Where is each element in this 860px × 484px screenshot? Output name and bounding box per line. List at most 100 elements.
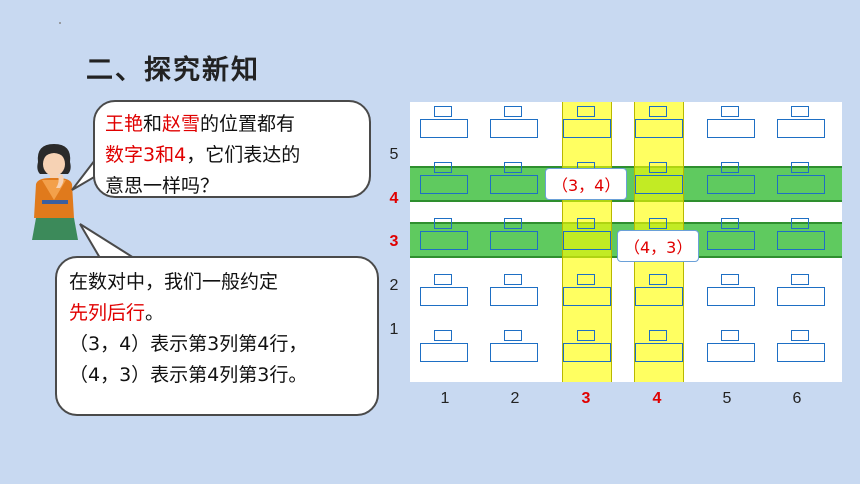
answer-line-4: （4，3）表示第4列第3行。 xyxy=(69,364,308,386)
row-label-5: 5 xyxy=(389,146,399,163)
desk-table-icon xyxy=(777,175,825,194)
desk-col6-row4 xyxy=(777,162,825,196)
desk-monitor-icon xyxy=(577,106,595,117)
desk-col3-row3 xyxy=(563,218,611,252)
and-text: 和 xyxy=(143,113,163,135)
desk-table-icon xyxy=(707,119,755,138)
col-label-2: 2 xyxy=(510,390,520,407)
desk-table-icon xyxy=(420,287,468,306)
girl-illustration xyxy=(32,144,78,240)
desk-table-icon xyxy=(420,175,468,194)
row-label-2: 2 xyxy=(389,277,399,294)
desk-monitor-icon xyxy=(434,274,452,285)
col-band-3 xyxy=(562,102,612,382)
desk-col5-row3 xyxy=(707,218,755,252)
desk-col6-row2 xyxy=(777,274,825,308)
desk-monitor-icon xyxy=(721,106,739,117)
desk-table-icon xyxy=(490,343,538,362)
col-label-5: 5 xyxy=(722,390,732,407)
desk-col1-row3 xyxy=(420,218,468,252)
desk-monitor-icon xyxy=(721,274,739,285)
desk-col5-row2 xyxy=(707,274,755,308)
desk-table-icon xyxy=(777,231,825,250)
desk-monitor-icon xyxy=(504,162,522,173)
desk-monitor-icon xyxy=(577,218,595,229)
desk-col4-row2 xyxy=(635,274,683,308)
desk-monitor-icon xyxy=(504,218,522,229)
desk-monitor-icon xyxy=(791,330,809,341)
desk-monitor-icon xyxy=(791,218,809,229)
coord-tag-4-3: （4，3） xyxy=(617,230,700,262)
desk-table-icon xyxy=(420,119,468,138)
desk-col4-row5 xyxy=(635,106,683,140)
row-label-4: 4 xyxy=(389,190,399,207)
desk-col5-row1 xyxy=(707,330,755,364)
desk-monitor-icon xyxy=(791,274,809,285)
desk-col2-row2 xyxy=(490,274,538,308)
desk-table-icon xyxy=(563,287,611,306)
desk-table-icon xyxy=(490,287,538,306)
answer-bubble: 在数对中，我们一般约定 先列后行。 （3，4）表示第3列第4行， （4，3）表示… xyxy=(55,256,379,416)
answer-period: 。 xyxy=(145,302,165,324)
desk-monitor-icon xyxy=(504,106,522,117)
desk-table-icon xyxy=(707,175,755,194)
row-label-1: 1 xyxy=(389,321,399,338)
desk-table-icon xyxy=(563,231,611,250)
desk-table-icon xyxy=(635,119,683,138)
desk-monitor-icon xyxy=(649,162,667,173)
desk-monitor-icon xyxy=(649,106,667,117)
answer-line-3: （3，4）表示第3列第4行， xyxy=(69,333,308,355)
question-highlight: 数字3和4 xyxy=(105,144,187,166)
question-text-1: 的位置都有 xyxy=(200,113,296,135)
desk-monitor-icon xyxy=(791,106,809,117)
desk-col1-row2 xyxy=(420,274,468,308)
desk-table-icon xyxy=(707,231,755,250)
name-wang-yan: 王艳 xyxy=(105,113,144,135)
desk-monitor-icon xyxy=(434,218,452,229)
desk-monitor-icon xyxy=(434,106,452,117)
desk-col6-row5 xyxy=(777,106,825,140)
col-label-4: 4 xyxy=(652,390,662,407)
desk-table-icon xyxy=(420,343,468,362)
desk-monitor-icon xyxy=(504,330,522,341)
corner-dot xyxy=(59,22,61,24)
desk-col2-row5 xyxy=(490,106,538,140)
desk-table-icon xyxy=(777,287,825,306)
desk-col4-row1 xyxy=(635,330,683,364)
desk-table-icon xyxy=(635,175,683,194)
desk-col3-row2 xyxy=(563,274,611,308)
desk-monitor-icon xyxy=(721,162,739,173)
slide-title: 二、探究新知 xyxy=(86,55,260,86)
desk-col3-row1 xyxy=(563,330,611,364)
desk-table-icon xyxy=(707,287,755,306)
desk-col6-row1 xyxy=(777,330,825,364)
desk-col2-row3 xyxy=(490,218,538,252)
col-label-3: 3 xyxy=(581,390,591,407)
desk-table-icon xyxy=(707,343,755,362)
desk-col1-row4 xyxy=(420,162,468,196)
desk-col1-row5 xyxy=(420,106,468,140)
desk-monitor-icon xyxy=(504,274,522,285)
desk-col2-row1 xyxy=(490,330,538,364)
coord-tag-3-4: （3，4） xyxy=(545,168,628,200)
col-label-1: 1 xyxy=(440,390,450,407)
desk-col5-row4 xyxy=(707,162,755,196)
desk-table-icon xyxy=(563,119,611,138)
question-bubble: 王艳和赵雪的位置都有 数字3和4，它们表达的 意思一样吗？ xyxy=(93,100,371,198)
desk-monitor-icon xyxy=(649,274,667,285)
answer-line-1: 在数对中，我们一般约定 xyxy=(69,271,279,293)
desk-col5-row5 xyxy=(707,106,755,140)
desk-table-icon xyxy=(490,175,538,194)
col-label-6: 6 xyxy=(792,390,802,407)
desk-monitor-icon xyxy=(721,218,739,229)
desk-col4-row4 xyxy=(635,162,683,196)
desk-col3-row5 xyxy=(563,106,611,140)
desk-monitor-icon xyxy=(577,274,595,285)
desk-col6-row3 xyxy=(777,218,825,252)
desk-monitor-icon xyxy=(577,330,595,341)
desk-table-icon xyxy=(563,343,611,362)
row-label-3: 3 xyxy=(389,233,399,250)
desk-table-icon xyxy=(635,343,683,362)
desk-table-icon xyxy=(490,231,538,250)
name-zhao-xue: 赵雪 xyxy=(162,113,201,135)
